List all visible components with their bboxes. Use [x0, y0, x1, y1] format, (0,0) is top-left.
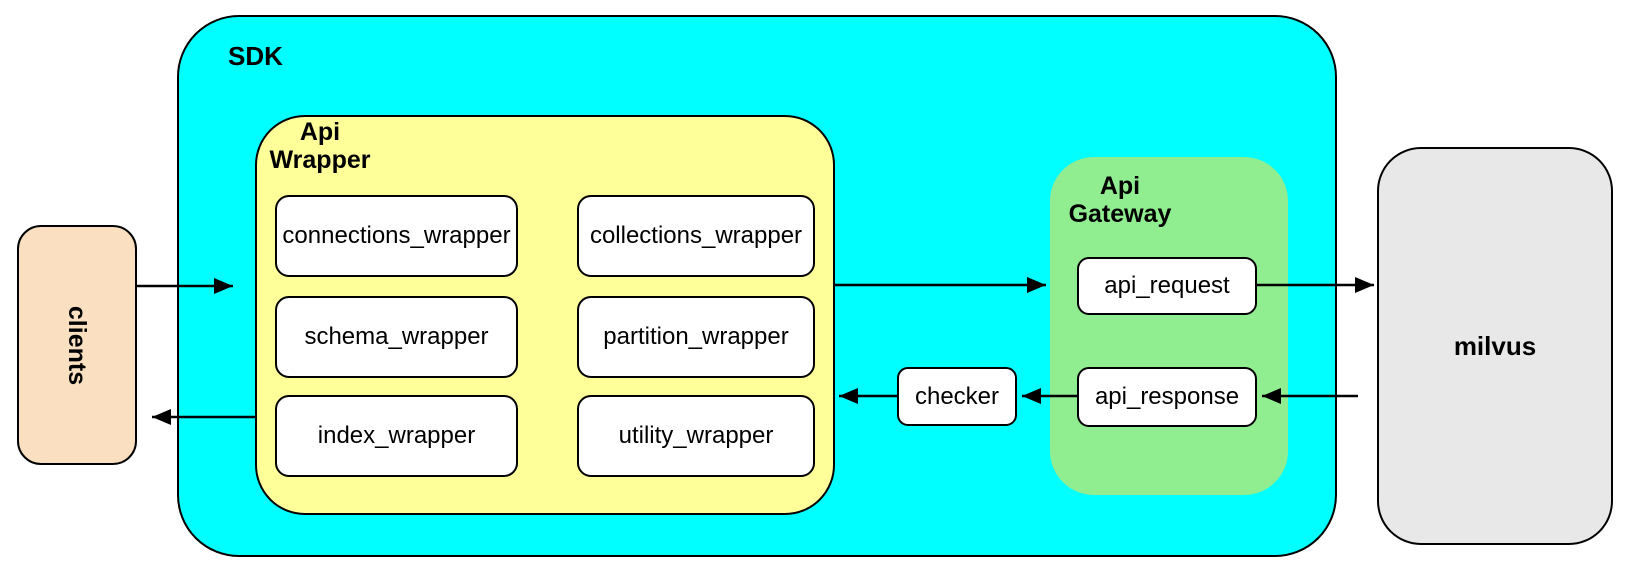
utility-wrapper-box: utility_wrapper	[577, 395, 815, 477]
api-gateway-label: Api Gateway	[1055, 172, 1185, 228]
api-wrapper-label-line2: Wrapper	[269, 146, 371, 174]
api-response-box: api_response	[1077, 367, 1257, 427]
sdk-label: SDK	[228, 41, 283, 71]
clients-box: clients	[17, 225, 137, 465]
api-gateway-container	[1050, 157, 1288, 495]
api-wrapper-label: Api Wrapper	[255, 118, 385, 174]
clients-label: clients	[63, 305, 92, 385]
collections-wrapper-box: collections_wrapper	[577, 195, 815, 277]
api-gateway-label-line2: Gateway	[1068, 200, 1172, 228]
partition-wrapper-box: partition_wrapper	[577, 296, 815, 378]
connections-wrapper-box: connections_wrapper	[275, 195, 518, 277]
api-gateway-label-line1: Api	[1099, 172, 1141, 200]
api-request-box: api_request	[1077, 257, 1257, 315]
milvus-box: milvus	[1377, 147, 1613, 545]
schema-wrapper-box: schema_wrapper	[275, 296, 518, 378]
api-wrapper-label-line1: Api	[299, 118, 341, 146]
checker-box: checker	[897, 367, 1017, 426]
index-wrapper-box: index_wrapper	[275, 395, 518, 477]
